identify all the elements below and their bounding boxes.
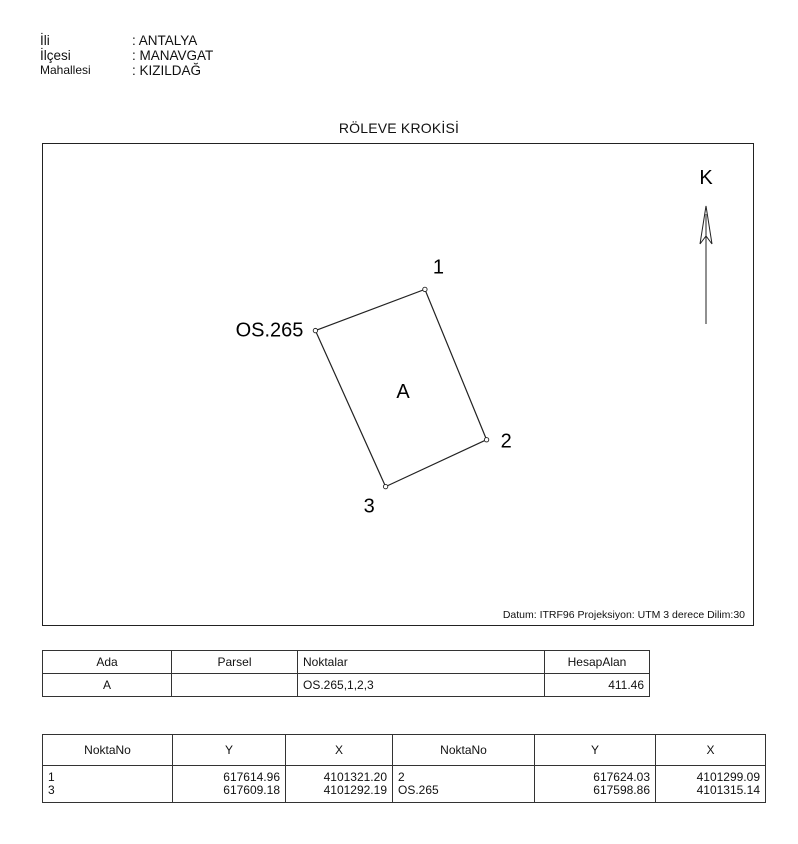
table-row: 617598.86 [593, 783, 650, 797]
coordinate-table-values: 1 3 617614.96 617609.18 4101321.20 41012… [42, 765, 766, 803]
parcel-table: Ada Parsel Noktalar HesapAlan A OS.265,1… [42, 650, 650, 697]
parcel-points: 1 2 3 OS.265 [236, 256, 512, 517]
parcel-point [422, 286, 428, 293]
col-x-2: X [655, 734, 766, 766]
table-row: 617624.03 [593, 770, 650, 784]
table-row: 617614.96 [223, 770, 280, 784]
col-y-1: Y [172, 734, 286, 766]
col-ada: Ada [42, 650, 172, 674]
cell-ada: A [42, 673, 172, 697]
table-row: 2 [398, 770, 405, 784]
cell-x-right: 4101299.09 4101315.14 [655, 765, 766, 803]
point-label: 2 [501, 431, 512, 453]
sketch-title: RÖLEVE KROKİSİ [338, 120, 460, 136]
col-y-2: Y [534, 734, 656, 766]
table-row: OS.265 [398, 783, 439, 797]
point-label: 3 [364, 496, 375, 518]
col-parsel: Parsel [171, 650, 298, 674]
header-row-ilce: İlçesi : MANAVGAT [40, 48, 213, 63]
col-noktano-2: NoktaNo [392, 734, 535, 766]
point-label: OS.265 [236, 320, 304, 342]
table-row: 4101315.14 [696, 783, 760, 797]
table-row: 3 [48, 783, 55, 797]
cell-x-left: 4101321.20 4101292.19 [285, 765, 393, 803]
coordinate-table-header: NoktaNo Y X NoktaNo Y X [42, 734, 766, 766]
table-row: 617609.18 [223, 783, 280, 797]
il-label: İli [40, 33, 50, 48]
parcel-point [483, 437, 490, 443]
coordinate-table: NoktaNo Y X NoktaNo Y X 1 3 617614.96 61… [42, 734, 766, 803]
sketch-frame: K 1 2 3 OS.265 A Datum: ITRF96 Projeksiyon:… [42, 143, 754, 626]
ilce-value: : MANAVGAT [132, 48, 214, 63]
mahalle-value: : KIZILDAĞ [132, 63, 202, 78]
parcel-table-row: A OS.265,1,2,3 411.46 [42, 673, 650, 697]
cell-noktano-left: 1 3 [42, 765, 173, 803]
cell-y-left: 617614.96 617609.18 [172, 765, 286, 803]
cell-hesapalan: 411.46 [544, 673, 650, 697]
cell-noktalar: OS.265,1,2,3 [297, 673, 545, 697]
cell-noktano-right: 2 OS.265 [392, 765, 535, 803]
parcel-point [382, 483, 389, 490]
ilce-label: İlçesi [40, 48, 71, 63]
parcel-table-header: Ada Parsel Noktalar HesapAlan [42, 650, 650, 674]
cell-y-right: 617624.03 617598.86 [534, 765, 656, 803]
col-x-1: X [285, 734, 393, 766]
table-row: 4101299.09 [696, 770, 760, 784]
north-arrow-icon [699, 205, 713, 324]
cell-parsel [171, 673, 298, 697]
table-row: 1 [48, 770, 55, 784]
header-row-mahalle: Mahallesi : KIZILDAĞ [40, 63, 213, 78]
north-label: K [699, 167, 713, 189]
col-noktalar: Noktalar [297, 650, 545, 674]
col-noktano-1: NoktaNo [42, 734, 173, 766]
parcel-label: A [396, 381, 410, 403]
table-row: 4101292.19 [323, 783, 387, 797]
location-header: İli : ANTALYA İlçesi : MANAVGAT Mahalles… [40, 33, 213, 78]
table-row: 4101321.20 [323, 770, 387, 784]
datum-note: Datum: ITRF96 Projeksiyon: UTM 3 derece … [502, 609, 745, 621]
parcel-point [312, 327, 319, 334]
header-row-il: İli : ANTALYA [40, 33, 213, 48]
il-value: : ANTALYA [132, 33, 198, 48]
survey-sketch: K 1 2 3 OS.265 A [236, 167, 714, 518]
mahalle-label: Mahallesi [40, 63, 91, 77]
point-label: 1 [433, 256, 444, 278]
col-hesapalan: HesapAlan [544, 650, 650, 674]
